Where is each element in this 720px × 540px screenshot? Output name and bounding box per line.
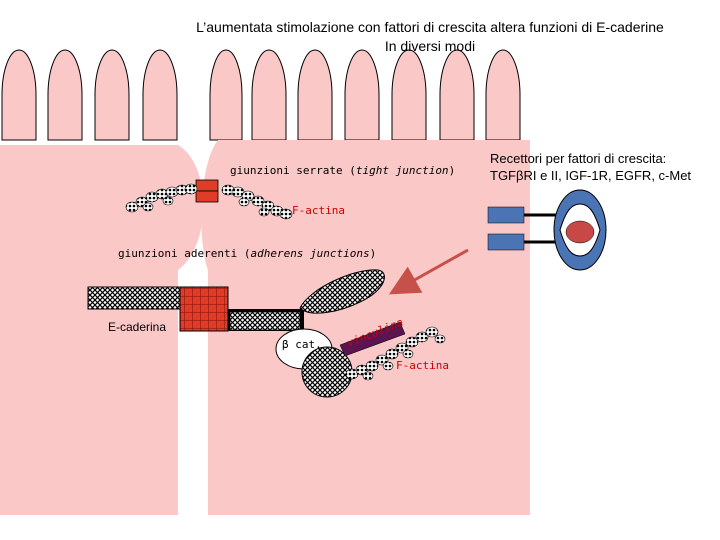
receptor-icon xyxy=(487,189,607,271)
tight-junction-block xyxy=(195,190,219,203)
vinculin-bar xyxy=(339,321,406,357)
e-cadherin-bar-right xyxy=(229,311,301,331)
f-actin-strand-top xyxy=(125,183,293,220)
f-actin-strand-bottom xyxy=(345,326,446,381)
left-cell xyxy=(0,145,204,515)
title-line-2: In diversi modi xyxy=(384,38,476,54)
adherens-red-block xyxy=(179,286,229,332)
f-actin-label-top: F-actina xyxy=(292,204,345,217)
adherens-junction-label: giunzioni aderenti (adherens junctions) xyxy=(118,247,377,260)
receptor-caption-line-2: TGFβRI e II, IGF-1R, EGFR, c-Met xyxy=(490,168,692,183)
title-line-1: L’aumentata stimolazione con fattori di … xyxy=(196,19,664,35)
right-cell xyxy=(201,140,530,515)
receptor-caption: Recettori per fattori di crescita: TGFβR… xyxy=(490,150,691,184)
microvilli xyxy=(1,49,521,141)
f-actin-label-bottom: F-actina xyxy=(396,359,449,372)
tight-junction-label: giunzioni serrate (tight junction) xyxy=(230,164,456,177)
beta-catenin-label: β cat. xyxy=(282,338,322,351)
tight-junction-block xyxy=(195,179,219,192)
alpha-catenin-shape xyxy=(299,269,385,314)
e-cadherin-label: E-caderina xyxy=(108,320,167,334)
e-cadherin-bar-left xyxy=(87,286,181,310)
pointer-arrow xyxy=(388,248,469,295)
slide-title: L’aumentata stimolazione con fattori di … xyxy=(0,18,720,56)
receptor-caption-line-1: Recettori per fattori di crescita: xyxy=(490,151,667,166)
